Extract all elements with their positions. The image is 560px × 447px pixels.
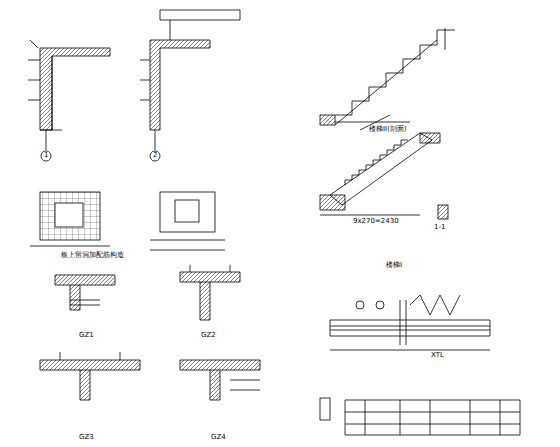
drawing-label: GZ4 (210, 434, 227, 442)
drawing-label: 板上留洞加配筋构造 (60, 252, 125, 260)
xtl-beam (320, 295, 520, 435)
drawing-label: 2 (152, 152, 158, 160)
drawing-label: 1 (43, 152, 49, 160)
stair-section (320, 28, 455, 125)
stair-slab (320, 115, 448, 219)
drawing-label: 9x270=2430 (352, 218, 400, 226)
drawing-label: GZ1 (78, 332, 95, 340)
drawing-label: XTL (430, 352, 445, 360)
drawing-label: 楼梯II(剖面) (368, 126, 408, 134)
drawing-label: GZ2 (200, 332, 217, 340)
column-details (40, 265, 260, 400)
eave-detail (28, 10, 240, 161)
drawing-label: GZ3 (78, 434, 95, 442)
drawing-label: 楼梯I (385, 262, 403, 270)
drawing-label: 1-1 (433, 224, 446, 232)
opening-rebar-detail (30, 192, 225, 250)
